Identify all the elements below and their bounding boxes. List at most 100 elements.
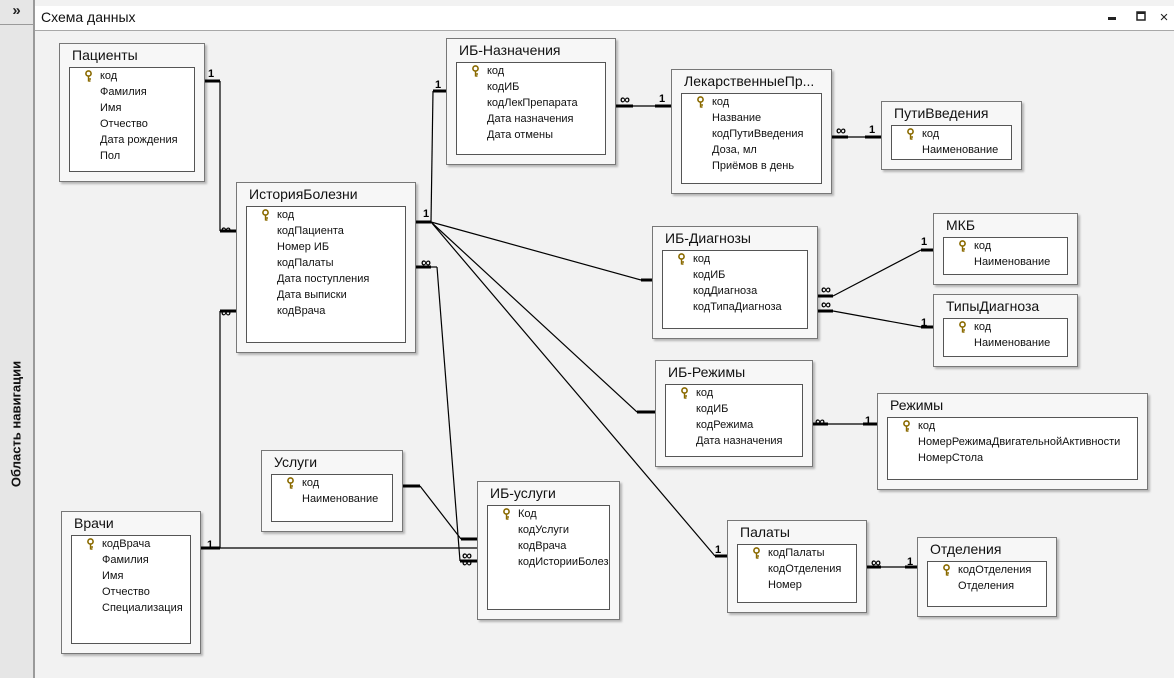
relationship-line[interactable] [419, 485, 462, 540]
field-patients-3[interactable]: Отчество [70, 116, 194, 132]
relationship-line[interactable] [832, 249, 922, 297]
field-ib-regimes-0[interactable]: код [666, 385, 802, 401]
field-ib-services-0[interactable]: Код [488, 506, 609, 522]
restore-button[interactable] [1132, 9, 1150, 26]
document-title[interactable]: Схема данных [41, 9, 136, 25]
field-services-1[interactable]: Наименование [272, 491, 392, 507]
field-regimes-2[interactable]: НомерСтола [888, 450, 1137, 466]
field-drugs-0[interactable]: код [682, 94, 821, 110]
field-ib-diag-3[interactable]: кодТипаДиагноза [663, 299, 807, 315]
field-services-0[interactable]: код [272, 475, 392, 491]
field-patients-4[interactable]: Дата рождения [70, 132, 194, 148]
field-ib-diag-2[interactable]: кодДиагноза [663, 283, 807, 299]
minimize-button[interactable] [1103, 9, 1121, 26]
field-history-2[interactable]: Номер ИБ [247, 239, 405, 255]
field-ib-services-1[interactable]: кодУслуги [488, 522, 609, 538]
field-history-3[interactable]: кодПалаты [247, 255, 405, 271]
field-ib-regimes-2[interactable]: кодРежима [666, 417, 802, 433]
field-ib-diag-0[interactable]: код [663, 251, 807, 267]
field-patients-5[interactable]: Пол [70, 148, 194, 164]
field-ib-assign-4[interactable]: Дата отмены [457, 127, 605, 143]
field-ib-regimes-1[interactable]: кодИБ [666, 401, 802, 417]
field-ib-services-3[interactable]: кодИсторииБолезни [488, 554, 609, 570]
nav-pane-expand-button[interactable]: » [0, 0, 33, 25]
field-doctors-4[interactable]: Специализация [72, 600, 190, 616]
field-regimes-0[interactable]: код [888, 418, 1137, 434]
field-drugs-2[interactable]: кодПутиВведения [682, 126, 821, 142]
field-diag-types-1[interactable]: Наименование [944, 335, 1067, 351]
field-diag-types-0[interactable]: код [944, 319, 1067, 335]
field-list[interactable]: КодкодУслугикодВрачакодИсторииБолезни [487, 505, 610, 610]
field-wards-2[interactable]: Номер [738, 577, 856, 593]
field-ib-diag-1[interactable]: кодИБ [663, 267, 807, 283]
relationship-line[interactable] [430, 90, 434, 223]
field-history-6[interactable]: кодВрача [247, 303, 405, 319]
field-history-1[interactable]: кодПациента [247, 223, 405, 239]
field-ib-assign-3[interactable]: Дата назначения [457, 111, 605, 127]
field-history-0[interactable]: код [247, 207, 405, 223]
field-patients-2[interactable]: Имя [70, 100, 194, 116]
field-drugs-3[interactable]: Доза, мл [682, 142, 821, 158]
field-doctors-0[interactable]: кодВрача [72, 536, 190, 552]
relationship-line[interactable] [430, 221, 642, 281]
field-wards-1[interactable]: кодОтделения [738, 561, 856, 577]
relationship-line[interactable] [430, 221, 716, 557]
field-patients-0[interactable]: код [70, 68, 194, 84]
field-regimes-1[interactable]: НомерРежимаДвигательнойАктивности [888, 434, 1137, 450]
field-ib-regimes-3[interactable]: Дата назначения [666, 433, 802, 449]
relationship-line[interactable] [832, 310, 922, 328]
field-ib-services-2[interactable]: кодВрача [488, 538, 609, 554]
field-mkb-1[interactable]: Наименование [944, 254, 1067, 270]
field-mkb-0[interactable]: код [944, 238, 1067, 254]
nav-pane-title[interactable]: Область навигации [8, 360, 24, 488]
field-ib-assign-0[interactable]: код [457, 63, 605, 79]
relationship-line[interactable] [436, 266, 461, 562]
field-departments-1[interactable]: Отделения [928, 578, 1046, 594]
field-doctors-2[interactable]: Имя [72, 568, 190, 584]
close-button[interactable]: × [1159, 9, 1169, 26]
field-history-4[interactable]: Дата поступления [247, 271, 405, 287]
field-patients-1[interactable]: Фамилия [70, 84, 194, 100]
field-history-5[interactable]: Дата выписки [247, 287, 405, 303]
field-routes-0[interactable]: код [892, 126, 1011, 142]
relationship-line[interactable] [430, 221, 638, 413]
field-departments-0[interactable]: кодОтделения [928, 562, 1046, 578]
field-doctors-1[interactable]: Фамилия [72, 552, 190, 568]
field-drugs-1[interactable]: Название [682, 110, 821, 126]
field-routes-1[interactable]: Наименование [892, 142, 1011, 158]
field-drugs-4[interactable]: Приёмов в день [682, 158, 821, 174]
field-ib-assign-2[interactable]: кодЛекПрепарата [457, 95, 605, 111]
field-ib-assign-1[interactable]: кодИБ [457, 79, 605, 95]
field-doctors-3[interactable]: Отчество [72, 584, 190, 600]
field-wards-0[interactable]: кодПалаты [738, 545, 856, 561]
